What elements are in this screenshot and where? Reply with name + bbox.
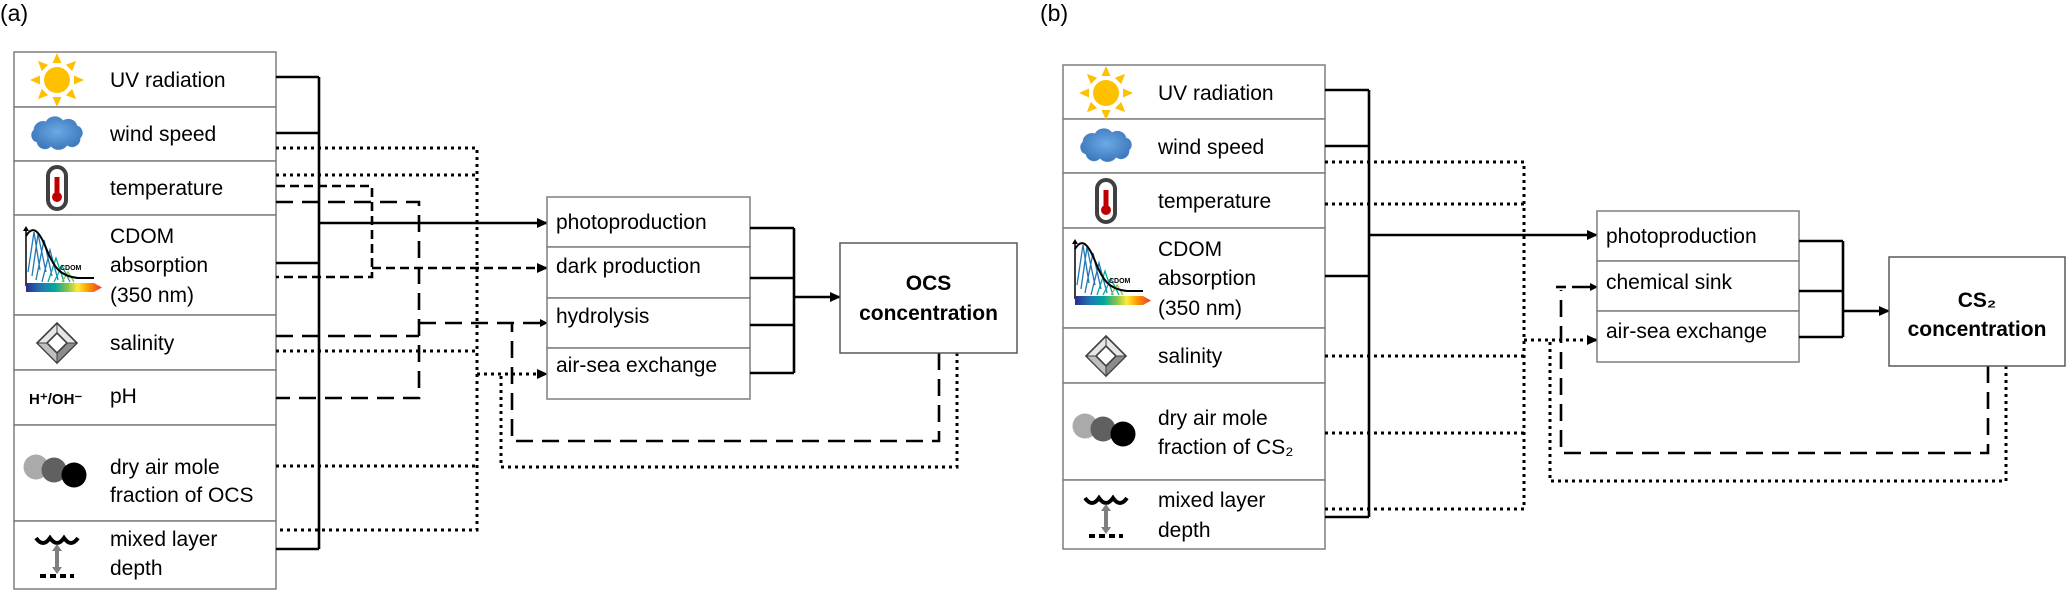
- driver-label: depth: [110, 557, 163, 580]
- connectors-hydrolysis: [276, 200, 941, 443]
- long-dash-bus: [276, 200, 421, 400]
- driver-label: temperature: [110, 177, 223, 200]
- driver-label: temperature: [1158, 190, 1271, 213]
- process-table: photoproduction dark production hydrolys…: [546, 196, 751, 400]
- driver-label: depth: [1158, 519, 1211, 542]
- process-merge-bus: [750, 226, 796, 375]
- process-air-sea-exchange: [1596, 310, 1800, 363]
- output-box: [839, 242, 1018, 354]
- cdom-spectrum-icon: CDOM: [23, 226, 102, 292]
- driver-label: UV radiation: [110, 69, 226, 92]
- driver-label: mixed layer: [1158, 489, 1265, 512]
- connectors-air-sea-exchange: [276, 146, 959, 532]
- panel-label: (a): [0, 0, 28, 26]
- feedback-cs2-to-air-sea-exchange: [1548, 340, 2008, 483]
- process-photoproduction: [1596, 210, 1800, 262]
- feedback-ocs-to-hydrolysis: [510, 323, 941, 443]
- process-label: photoproduction: [1606, 225, 1757, 248]
- driver-label: absorption: [1158, 267, 1256, 290]
- sun-icon: [1079, 66, 1133, 120]
- process-label: chemical sink: [1606, 271, 1733, 294]
- cdom-icon-label: CDOM: [60, 265, 82, 272]
- cdom-icon-label: CDOM: [1109, 278, 1131, 285]
- output-ocs-concentration: OCS concentration: [839, 242, 1018, 354]
- driver-label: (350 nm): [110, 284, 194, 307]
- driver-table: CDOM H⁺/OH⁻ UV radiation wind speed temp…: [13, 51, 277, 590]
- process-label: photoproduction: [556, 211, 707, 234]
- panel-label: (b): [1040, 0, 1068, 26]
- driver-label: mixed layer: [110, 528, 217, 551]
- driver-label: absorption: [110, 254, 208, 277]
- process-hydrolysis: [546, 297, 751, 349]
- driver-row-ph: [13, 369, 277, 426]
- driver-label: wind speed: [1157, 136, 1264, 159]
- thermometer-icon: [1095, 178, 1117, 224]
- connectors-photoproduction: [276, 75, 548, 551]
- dotted-bus: [276, 146, 479, 532]
- connectors-dark-production: [276, 184, 548, 279]
- driver-label: salinity: [1158, 345, 1223, 368]
- process-air-sea-exchange: [546, 347, 751, 400]
- connectors-air-sea-exchange: [1325, 160, 2008, 511]
- driver-label: wind speed: [109, 123, 216, 146]
- thermometer-icon: [46, 165, 68, 211]
- driver-label: pH: [110, 385, 137, 408]
- driver-label: fraction of OCS: [110, 484, 254, 507]
- driver-label: fraction of CS₂: [1158, 436, 1293, 459]
- process-merge-bus: [1799, 239, 1845, 339]
- process-chemical-sink: [1596, 260, 1800, 312]
- process-dark-production: [546, 246, 751, 299]
- cdom-spectrum-icon: CDOM: [1072, 239, 1151, 305]
- panel-b: (b) CDOM U: [1040, 0, 2066, 550]
- panel-a: (a) CDOM H⁺/O: [0, 0, 1018, 590]
- sun-icon: [30, 53, 84, 107]
- solid-bus: [1325, 88, 1371, 519]
- process-photoproduction: [546, 196, 751, 248]
- output-box: [1888, 256, 2066, 367]
- connectors-chemical-sink: [1556, 283, 1990, 455]
- driver-label: CDOM: [110, 225, 174, 248]
- process-table: photoproduction chemical sink air-sea ex…: [1596, 210, 1800, 363]
- connectors-photoproduction: [1325, 88, 1598, 519]
- output-label: CS₂: [1958, 289, 1997, 312]
- solid-bus: [276, 75, 321, 551]
- dotted-bus: [1325, 160, 1526, 511]
- feedback-cs2-to-chemical-sink: [1559, 290, 1990, 455]
- process-label: air-sea exchange: [556, 354, 717, 377]
- short-dash-bus: [276, 184, 374, 279]
- driver-label: salinity: [110, 332, 175, 355]
- ion-icon: H⁺/OH⁻: [29, 391, 82, 408]
- process-label: dark production: [556, 255, 701, 278]
- driver-table: CDOM UV radiation wind speed temperature…: [1062, 64, 1326, 550]
- driver-label: UV radiation: [1158, 82, 1274, 105]
- process-label: hydrolysis: [556, 305, 649, 328]
- driver-label: dry air mole: [110, 456, 220, 479]
- output-cs2-concentration: CS₂ concentration: [1888, 256, 2066, 367]
- output-label: OCS: [906, 272, 952, 295]
- feedback-ocs-to-air-sea-exchange: [499, 353, 959, 469]
- process-label: air-sea exchange: [1606, 320, 1767, 343]
- driver-label: CDOM: [1158, 238, 1222, 261]
- output-label: concentration: [1908, 318, 2047, 341]
- driver-label: (350 nm): [1158, 297, 1242, 320]
- driver-label: dry air mole: [1158, 407, 1268, 430]
- output-label: concentration: [859, 302, 998, 325]
